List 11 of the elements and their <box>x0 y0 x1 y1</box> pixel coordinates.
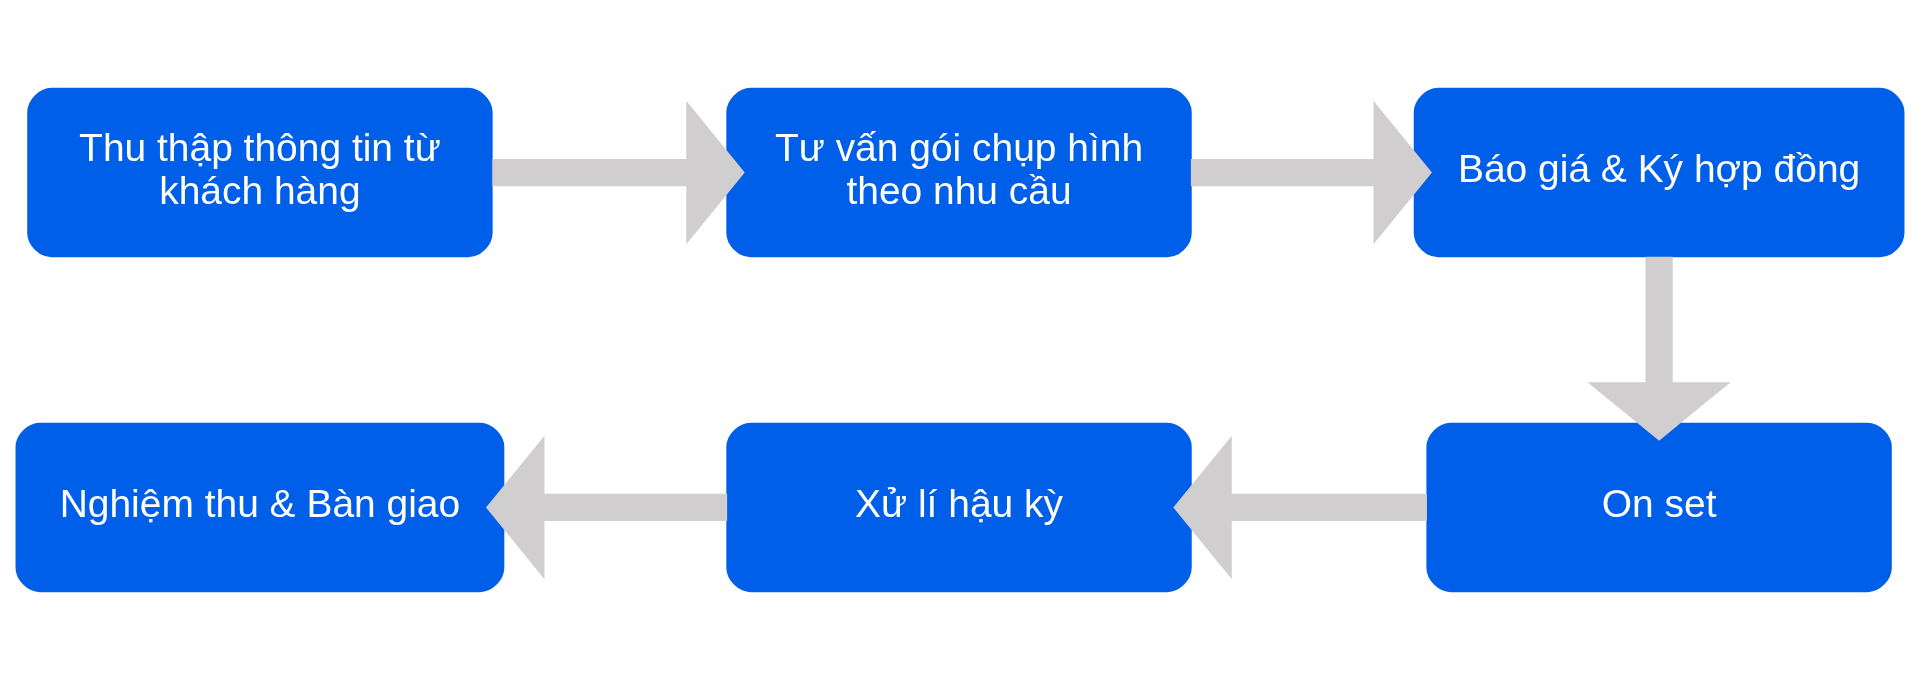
arrow <box>1587 256 1731 441</box>
arrow <box>485 435 728 579</box>
node-box: Xử lí hậu kỳ <box>726 422 1192 592</box>
node-box: On set <box>1426 422 1892 592</box>
arrow <box>492 100 745 244</box>
node-box: Tư vấn gói chụp hình theo nhu cầu <box>726 87 1192 257</box>
arrow <box>1173 435 1427 579</box>
node-box: Báo giá & Ký hợp đồng <box>1413 87 1905 257</box>
node-box: Thu thập thông tin từ khách hàng <box>27 87 493 257</box>
node-box: Nghiệm thu & Bàn giao <box>15 422 505 592</box>
arrow <box>1190 100 1432 244</box>
